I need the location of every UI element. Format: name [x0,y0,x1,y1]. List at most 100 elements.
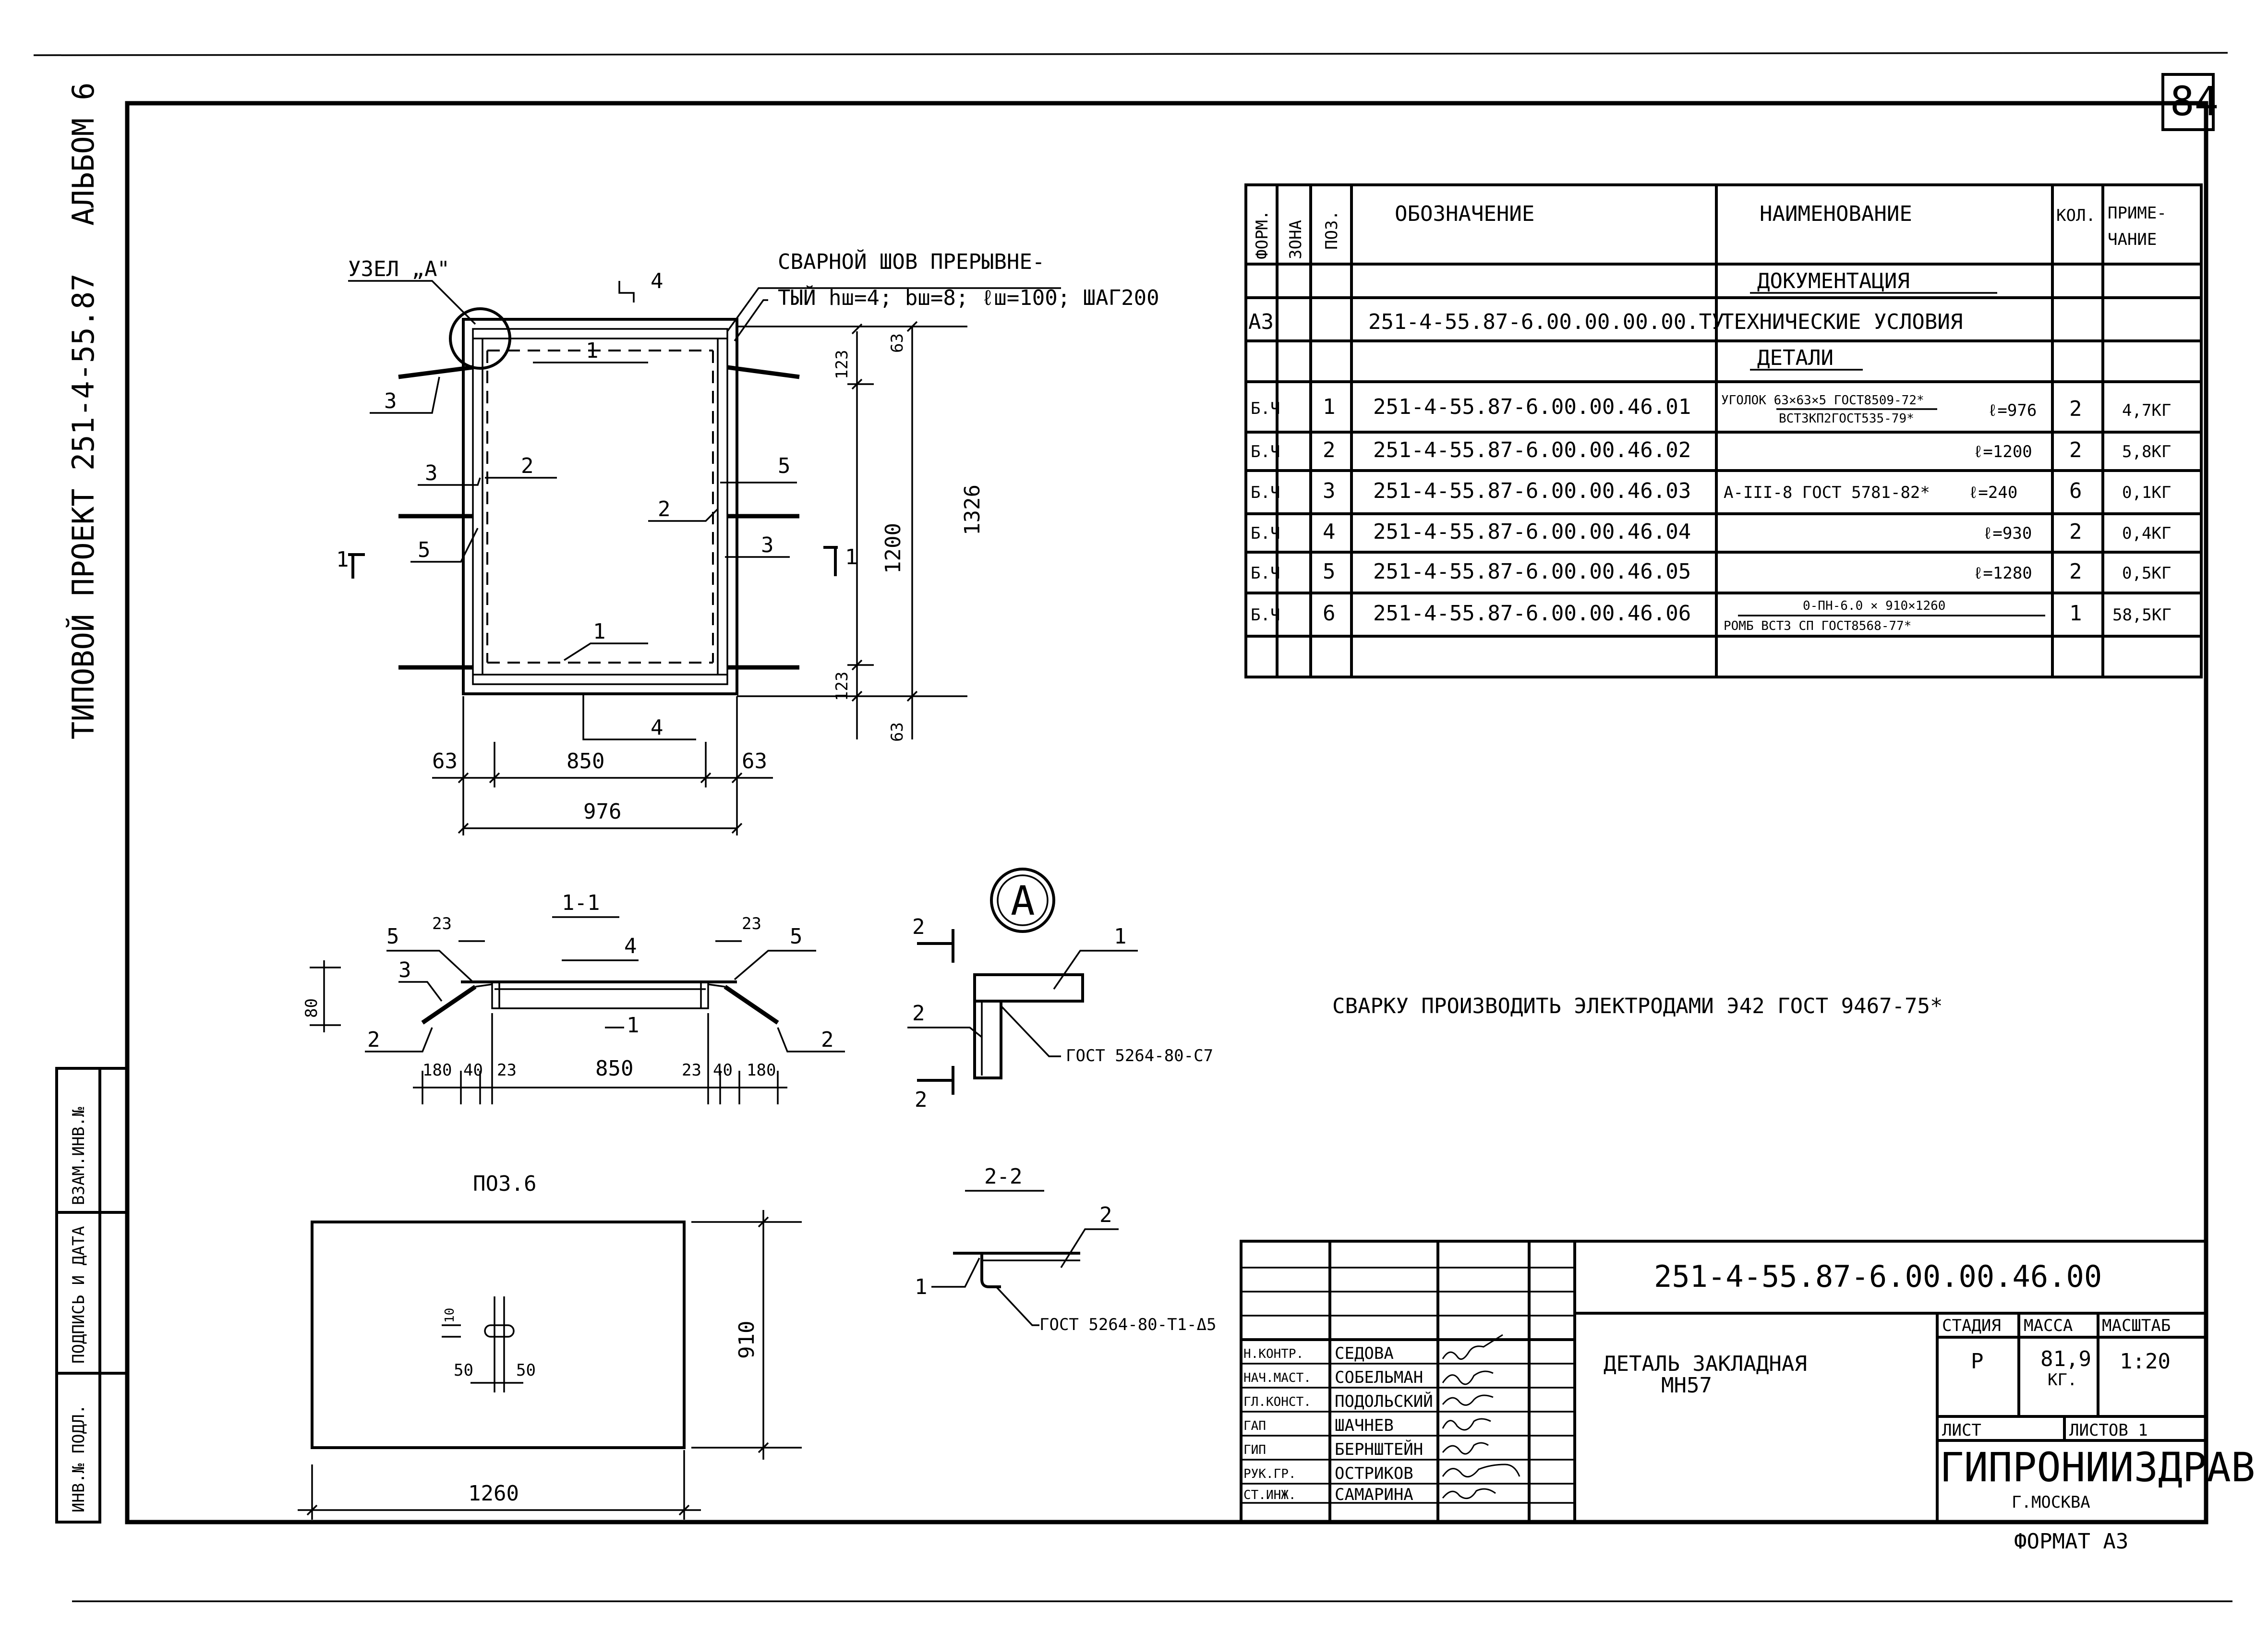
row-designation: 251-4-55.87-6.00.00.46.06 [1373,601,1691,626]
doc-name: ТЕХНИЧЕСКИЕ УСЛОВИЯ [1721,310,1963,334]
sec11-dim-180-left: 180 [422,1061,452,1080]
row-form: Б.Ч [1251,483,1280,502]
row-form: Б.Ч [1251,564,1280,583]
slot-dim-right: 50 [516,1361,536,1380]
spec-row: Б.Ч 4 251-4-55.87-6.00.00.46.04 ℓ=930 2 … [1251,520,2171,544]
pos-5-right: 5 [778,454,791,478]
row-pos: 4 [1323,520,1336,544]
pos-3-mid-left: 3 [425,461,438,485]
staff-role: СТ.ИНЖ. [1243,1488,1296,1502]
pos6-view: ПОЗ.6 50 50 10 1260 910 [298,1172,802,1520]
dim-bottom-inner: 123 [832,672,852,701]
sec11-dim-40-right: 40 [713,1061,733,1080]
mass-value: 81,9 [2040,1347,2091,1371]
spec-row: Б.Ч 1 251-4-55.87-6.00.00.46.01 УГОЛОК 6… [1251,393,2171,426]
drawing-frame [125,101,2208,1524]
spec-row: Б.Ч 2 251-4-55.87-6.00.00.46.02 ℓ=1200 2… [1251,438,2171,462]
left-stamp: ВЗАМ.ИНВ.№ ПОДПИСЬ И ДАТА ИНВ.№ ПОДЛ. [55,1067,127,1524]
sec11-pos-2-left: 2 [367,1028,380,1052]
dim-left-flange: 63 [432,749,458,774]
dim-right-flange: 63 [742,749,767,774]
sec11-dim-23-left: 23 [497,1061,517,1080]
row-length: ℓ=930 [1983,524,2032,543]
weld-note-line2: ТЫЙ hш=4; bш=8; ℓш=100; ШАГ200 [778,285,1159,310]
dim-bottom-offset: 63 [888,722,907,742]
row-form: Б.Ч [1251,399,1280,418]
stamp-replace-inv: ВЗАМ.ИНВ.№ [69,1107,88,1205]
staff-name: ОСТРИКОВ [1335,1464,1413,1483]
row-form: Б.Ч [1251,605,1280,625]
pos-5-left: 5 [418,538,431,562]
stamp-signature-date: ПОДПИСЬ И ДАТА [69,1226,88,1364]
row-qty: 2 [2069,438,2082,462]
dim-top-inner: 123 [832,350,852,379]
staff-role: НАЧ.МАСТ. [1243,1371,1311,1385]
row-pos: 3 [1323,479,1336,503]
row-note: 5,8КГ [2122,442,2171,461]
pos-3-mid-right: 3 [761,533,774,557]
part-name-line1: ДЕТАЛЬ ЗАКЛАДНАЯ [1604,1352,1807,1376]
row-note: 0,5КГ [2122,564,2171,583]
sec22-gost: ГОСТ 5264-80-Т1-Δ5 [1039,1315,1216,1334]
plan-view: УЗЕЛ „А" 4 1 3 2 3 5 2 5 3 1 4 СВАРНОЙ Ш… [336,249,1159,835]
hdr-note-1: ПРИМЕ- [2108,204,2167,223]
staff-name: САМАРИНА [1335,1485,1413,1504]
doc-designation: 251-4-55.87-6.00.00.00.00.ТУ [1368,310,1725,334]
row-note: 0,4КГ [2122,524,2171,543]
staff-role: ГАП [1243,1419,1266,1433]
dim-inner-width: 850 [567,749,604,774]
sheet-number-box [2161,73,2215,131]
staff-name: ШАЧНЕВ [1335,1416,1394,1435]
spec-row: Б.Ч 5 251-4-55.87-6.00.00.46.05 ℓ=1280 2… [1251,559,2171,584]
top-trim-line [33,52,2228,56]
sec11-pos-2-right: 2 [821,1028,834,1052]
row-length: ℓ=976 [1988,401,2037,420]
staff-role: РУК.ГР. [1243,1467,1296,1481]
hdr-zone: ЗОНА [1286,220,1305,259]
doc-form: А3 [1248,310,1274,334]
plate-slot [484,1324,515,1338]
row-length: ℓ=1200 [1973,442,2032,461]
node-a-label: УЗЕЛ „А" [348,257,450,281]
album-label: АЛЬБОМ 6 [66,82,101,226]
node-a-pos-1: 1 [1114,924,1127,949]
row-form: Б.Ч [1251,524,1280,543]
staff-name: СЕДОВА [1335,1344,1394,1363]
row-length: ℓ=1280 [1973,564,2032,583]
sheet-number: 84 [2170,78,2219,125]
welding-note: СВАРКУ ПРОИЗВОДИТЬ ЭЛЕКТРОДАМИ Э42 ГОСТ … [1332,994,1943,1018]
staff-name: ПОДОЛЬСКИЙ [1335,1391,1433,1411]
staff-role: ГИП [1243,1443,1266,1457]
sec11-dim-23-right: 23 [682,1061,701,1080]
row-note: 4,7КГ [2122,401,2171,420]
pos6-title: ПОЗ.6 [473,1172,536,1196]
row-qty: 2 [2069,520,2082,544]
row-qty: 6 [2069,479,2082,503]
row-note: 58,5КГ [2112,605,2171,625]
node-a-detail: А 1 2 ГОСТ 5264-80-С7 2 2 [907,868,1213,1112]
stamp-original-inv: ИНВ.№ ПОДЛ. [69,1404,88,1512]
mass-header: МАССА [2024,1316,2073,1335]
scale-header: МАСШТАБ [2102,1316,2171,1335]
row-qty: 2 [2069,559,2082,584]
title-block: Н.КОНТР. СЕДОВА НАЧ.МАСТ. СОБЕЛЬМАН ГЛ.К… [1240,1240,2255,1524]
node-a-letter: А [1011,877,1035,924]
section-2-2-title: 2-2 [984,1164,1022,1189]
dim-height: 1200 [881,523,905,574]
sec22-pos-2: 2 [1099,1203,1112,1227]
dim-overall: 1326 [960,484,985,535]
node-a-gost: ГОСТ 5264-80-С7 [1066,1046,1213,1065]
node-a-cut-top: 2 [912,915,925,939]
row-qty: 1 [2069,601,2082,626]
node-a-cut-bottom: 2 [915,1088,928,1112]
row-pos: 2 [1323,438,1336,462]
pos-1-top: 1 [586,339,599,363]
sec11-pos-5-left: 5 [386,924,399,949]
plate-dim-width: 1260 [468,1481,519,1506]
spec-row: Б.Ч 6 251-4-55.87-6.00.00.46.06 0-ПН-6.0… [1251,599,2171,633]
row-pos: 1 [1323,395,1336,419]
sheets-header: ЛИСТОВ 1 [2069,1421,2148,1440]
sec11-pos-5-right: 5 [790,924,803,949]
sec22-pos-1: 1 [915,1275,928,1299]
node-a-pos-2: 2 [912,1001,925,1026]
